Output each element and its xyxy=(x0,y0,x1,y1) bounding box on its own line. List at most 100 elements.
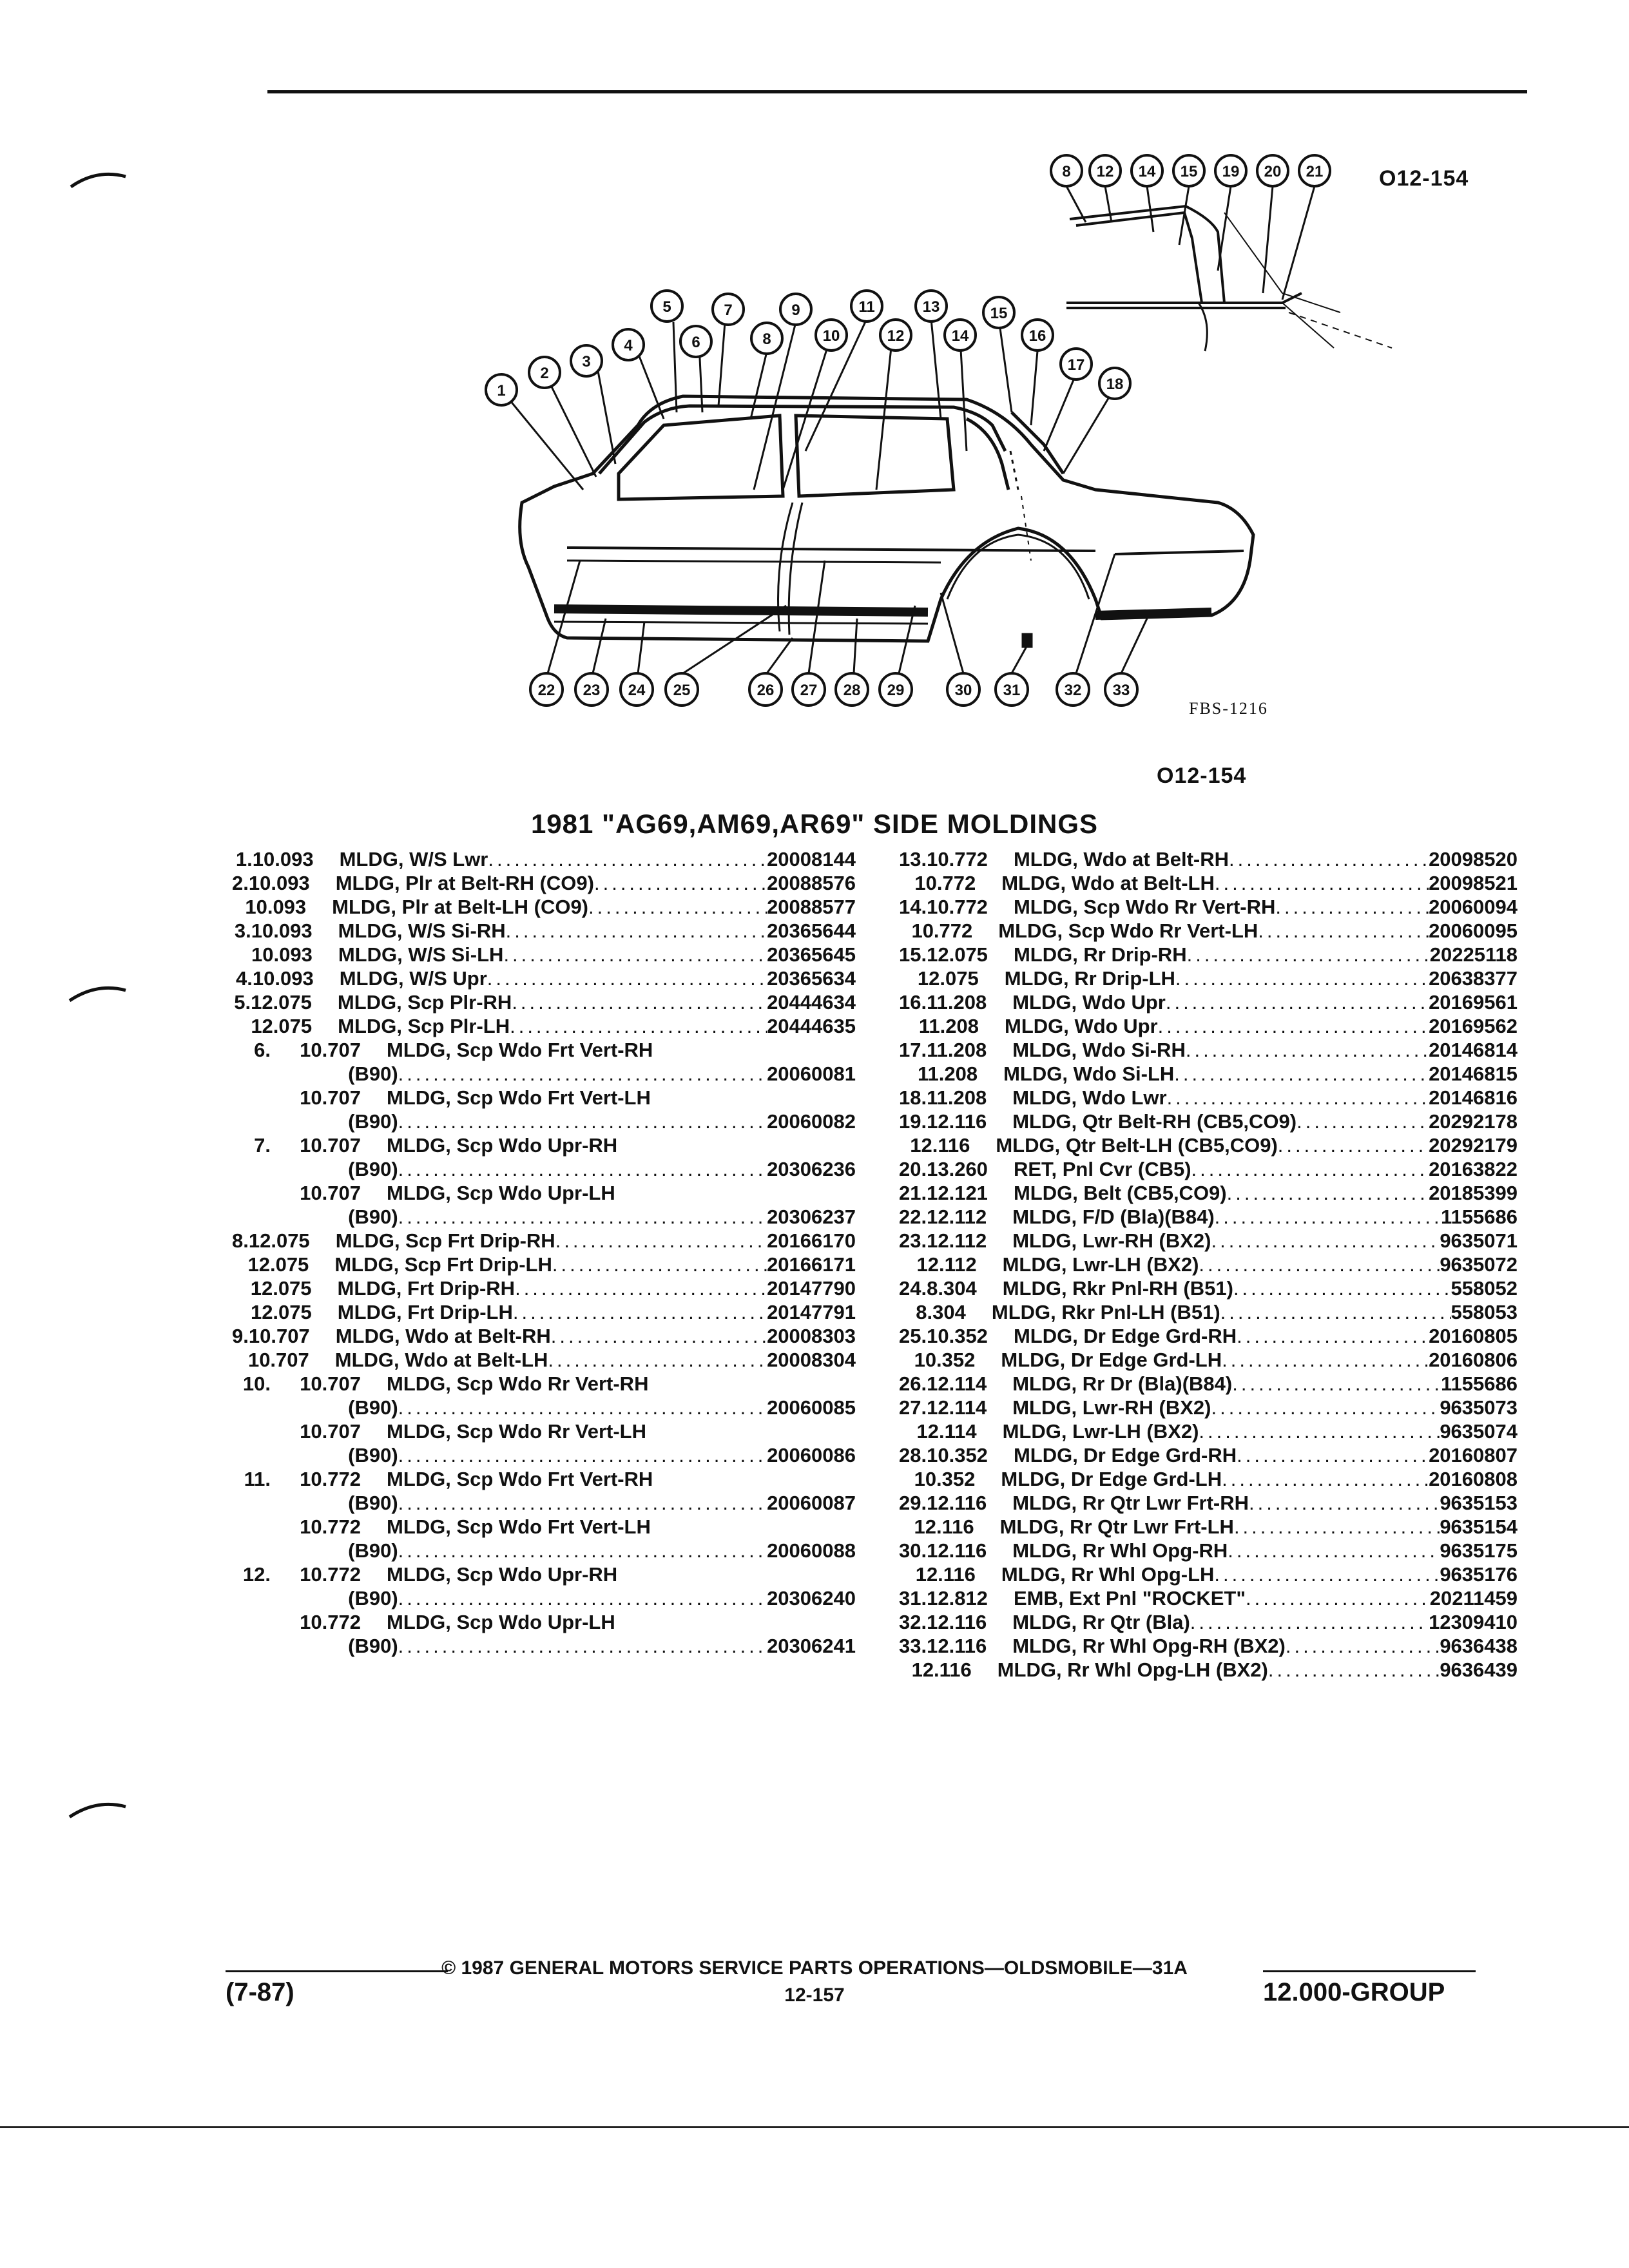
leader-dots: ........................................… xyxy=(1232,1372,1441,1395)
ref-number: 6. xyxy=(254,1039,271,1061)
leader-dots xyxy=(617,1133,856,1157)
part-number: 9635072 xyxy=(1440,1253,1518,1276)
part-number: 9636439 xyxy=(1440,1658,1518,1681)
part-description: MLDG, Rr Qtr (Bla) xyxy=(1012,1611,1190,1633)
leader-dots: ........................................… xyxy=(1296,1110,1429,1133)
part-description: MLDG, Dr Edge Grd-RH xyxy=(1013,1325,1237,1347)
part-description: MLDG, Frt Drip-LH xyxy=(337,1301,513,1323)
callout-17 xyxy=(1059,347,1093,381)
ref-number xyxy=(899,1658,912,1682)
ref-number xyxy=(899,1348,914,1372)
part-description: MLDG, Scp Wdo Frt Vert-RH xyxy=(387,1039,653,1061)
svg-text:24: 24 xyxy=(628,682,646,699)
part-number: 20166171 xyxy=(767,1253,856,1276)
part-description: MLDG, Scp Wdo Upr-RH xyxy=(387,1134,618,1157)
part-description: MLDG, Wdo Lwr xyxy=(1012,1086,1167,1109)
leader-dots: ........................................… xyxy=(1229,848,1429,870)
group-number: 12.075 xyxy=(247,1253,309,1276)
group-number: 12.116 xyxy=(927,1539,987,1562)
leader-dots: ........................................… xyxy=(1268,1658,1440,1681)
part-number: 20225118 xyxy=(1429,943,1518,966)
part-description: MLDG, Rr Drip-RH xyxy=(1013,943,1187,966)
part-description: MLDG, Plr at Belt-RH (CO9) xyxy=(335,872,594,894)
svg-text:18: 18 xyxy=(1106,376,1124,393)
svg-text:12: 12 xyxy=(1097,163,1114,180)
part-description: MLDG, Wdo at Belt-LH xyxy=(1001,872,1215,894)
ref-number: 11. xyxy=(244,1468,271,1490)
ref-number: 22. xyxy=(899,1206,927,1228)
part-description: MLDG, Plr at Belt-LH (CO9) xyxy=(332,896,589,918)
part-description: (B90) xyxy=(348,1492,398,1514)
leader-dots: ........................................… xyxy=(1214,1206,1441,1228)
leader-dots: ........................................… xyxy=(1226,1182,1429,1204)
part-description: MLDG, Rkr Pnl-RH (B51) xyxy=(1002,1277,1233,1300)
callout-26 xyxy=(748,672,783,707)
callout-7 xyxy=(711,293,745,326)
part-description: MLDG, W/S Upr xyxy=(339,967,487,990)
group-number: 10.707 xyxy=(248,1325,310,1347)
ref-number xyxy=(232,1300,251,1324)
leader-dots: ........................................… xyxy=(1199,1420,1440,1443)
part-description: (B90) xyxy=(348,1110,398,1133)
group-number: 10.093 xyxy=(251,919,313,942)
part-description: MLDG, Scp Frt Drip-LH xyxy=(334,1253,552,1276)
leader-dots: ........................................… xyxy=(1233,1277,1451,1300)
svg-text:22: 22 xyxy=(538,682,555,699)
callout-10 xyxy=(815,318,848,352)
ref-number: 9. xyxy=(232,1325,249,1347)
part-description: MLDG, Scp Frt Drip-RH xyxy=(335,1229,555,1252)
callout-3 xyxy=(570,344,603,378)
part-description: RET, Pnl Cvr (CB5) xyxy=(1013,1158,1191,1180)
callout-23 xyxy=(574,672,609,707)
svg-text:1: 1 xyxy=(497,382,505,399)
ref-number: 7. xyxy=(254,1134,271,1157)
callout-18 xyxy=(1098,367,1132,400)
part-number: 20060081 xyxy=(767,1062,856,1085)
part-number: 20146816 xyxy=(1429,1086,1518,1109)
leader-dots: ........................................… xyxy=(1199,1253,1440,1276)
ref-number: 17. xyxy=(899,1039,927,1061)
ref-number xyxy=(232,1348,248,1372)
group-number xyxy=(259,1205,323,1229)
group-number xyxy=(259,1157,323,1181)
part-number: 20169561 xyxy=(1429,991,1518,1014)
group-number: 10.707 xyxy=(300,1182,361,1204)
part-description: MLDG, Belt (CB5,CO9) xyxy=(1013,1182,1227,1204)
ref-number: 25. xyxy=(899,1325,927,1347)
part-description: MLDG, Scp Wdo Upr-LH xyxy=(387,1182,615,1204)
bottom-rule xyxy=(0,2126,1629,2128)
part-number: 20146814 xyxy=(1429,1039,1518,1061)
part-description: MLDG, Scp Wdo Frt Vert-LH xyxy=(387,1086,651,1109)
svg-text:7: 7 xyxy=(724,302,732,319)
group-number: 10.093 xyxy=(251,943,313,966)
leader-dots: ........................................… xyxy=(512,991,767,1014)
ref-number xyxy=(232,1086,271,1110)
leader-dots: ........................................… xyxy=(1190,1611,1429,1633)
callout-8 xyxy=(750,322,784,355)
part-number: 20146815 xyxy=(1429,1062,1518,1085)
drawing-number: FBS-1216 xyxy=(1189,699,1268,718)
leader-dots: ........................................… xyxy=(1246,1587,1430,1610)
part-description: (B90) xyxy=(348,1396,398,1419)
part-number: 20008304 xyxy=(767,1349,856,1371)
leader-dots: ........................................… xyxy=(1220,1301,1451,1323)
group-number: 12.075 xyxy=(917,967,979,990)
part-number: 20147791 xyxy=(767,1301,856,1323)
part-description: MLDG, W/S Si-RH xyxy=(338,919,506,942)
group-number: 10.772 xyxy=(914,872,976,894)
part-row: (B90) ..................................… xyxy=(232,1396,856,1419)
group-number: 12.116 xyxy=(927,1635,987,1657)
ref-number xyxy=(899,1062,918,1086)
part-number: 9635073 xyxy=(1440,1396,1518,1419)
leader-dots: ........................................… xyxy=(398,1062,767,1085)
part-number: 20444635 xyxy=(767,1015,856,1037)
ref-number: 10. xyxy=(242,1372,271,1395)
